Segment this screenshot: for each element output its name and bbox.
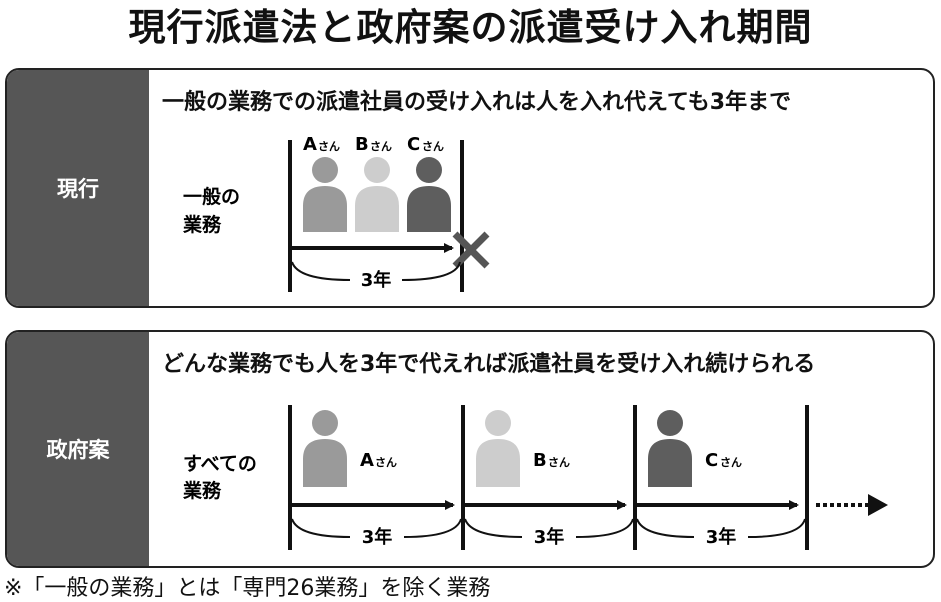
proposal-person-letter-a: A <box>360 450 374 471</box>
cross-icon <box>452 231 490 269</box>
proposal-brace-2 <box>464 518 634 538</box>
current-law-panel: 現行 一般の業務での派遣社員の受け入れは人を入れ代えても3年まで <box>5 68 935 308</box>
proposal-person-letter-b: B <box>533 450 547 471</box>
current-person-label-b: B さん <box>355 134 392 155</box>
proposal-row-label-2: 業務 <box>182 479 222 502</box>
person-icon <box>303 157 347 232</box>
person-icon <box>476 410 520 487</box>
proposal-period-label-2: 3年 <box>534 526 565 548</box>
current-law-side-label: 現行 <box>7 70 149 306</box>
current-person-label-a: A さん <box>303 134 340 155</box>
current-person-letter-b: B <box>355 134 369 155</box>
proposal-person-label-b: B さん <box>533 450 570 471</box>
current-period-label: 3年 <box>361 269 392 291</box>
person-icon <box>648 410 692 487</box>
current-person-suffix-b: さん <box>370 140 392 153</box>
current-person-letter-a: A <box>303 134 317 155</box>
proposal-diagram: すべての 業務 A さん B さん C さん <box>182 405 888 550</box>
current-row-label-1: 一般の <box>183 185 240 208</box>
proposal-person-label-a: A さん <box>360 450 397 471</box>
current-person-suffix-a: さん <box>318 140 340 153</box>
proposal-period-label-1: 3年 <box>362 526 393 548</box>
current-law-diagram: 一般の 業務 A さん B さん C さん <box>182 134 490 292</box>
current-person-suffix-c: さん <box>422 140 444 153</box>
proposal-period-label-3: 3年 <box>706 526 737 548</box>
current-law-heading: 一般の業務での派遣社員の受け入れは人を入れ代えても3年まで <box>162 90 792 115</box>
proposal-person-suffix-c: さん <box>720 456 742 469</box>
page-title: 現行派遣法と政府案の派遣受け入れ期間 <box>128 6 813 49</box>
proposal-person-label-c: C さん <box>705 450 742 471</box>
proposal-person-letter-c: C <box>705 450 718 471</box>
person-icon <box>355 157 399 232</box>
proposal-side-label: 政府案 <box>7 332 149 566</box>
proposal-row-label-1: すべての <box>183 453 257 475</box>
current-person-label-c: C さん <box>407 134 444 155</box>
footnote: ※「一般の業務」とは「専門26業務」を除く業務 <box>4 576 491 601</box>
proposal-side-text: 政府案 <box>46 438 110 462</box>
current-law-side-text: 現行 <box>57 177 99 201</box>
proposal-person-suffix-b: さん <box>548 456 570 469</box>
proposal-person-suffix-a: さん <box>375 456 397 469</box>
person-icon <box>407 157 451 232</box>
proposal-brace-1 <box>291 518 462 538</box>
proposal-panel: 政府案 どんな業務でも人を3年で代えれば派遣社員を受け入れ続けられる <box>5 330 935 568</box>
proposal-brace-3 <box>636 518 806 538</box>
person-icon <box>303 410 347 487</box>
arrow-right-icon <box>868 494 888 516</box>
current-person-letter-c: C <box>407 134 420 155</box>
current-row-label-2: 業務 <box>182 213 222 236</box>
proposal-heading: どんな業務でも人を3年で代えれば派遣社員を受け入れ続けられる <box>162 352 816 377</box>
current-period-brace <box>291 261 461 281</box>
